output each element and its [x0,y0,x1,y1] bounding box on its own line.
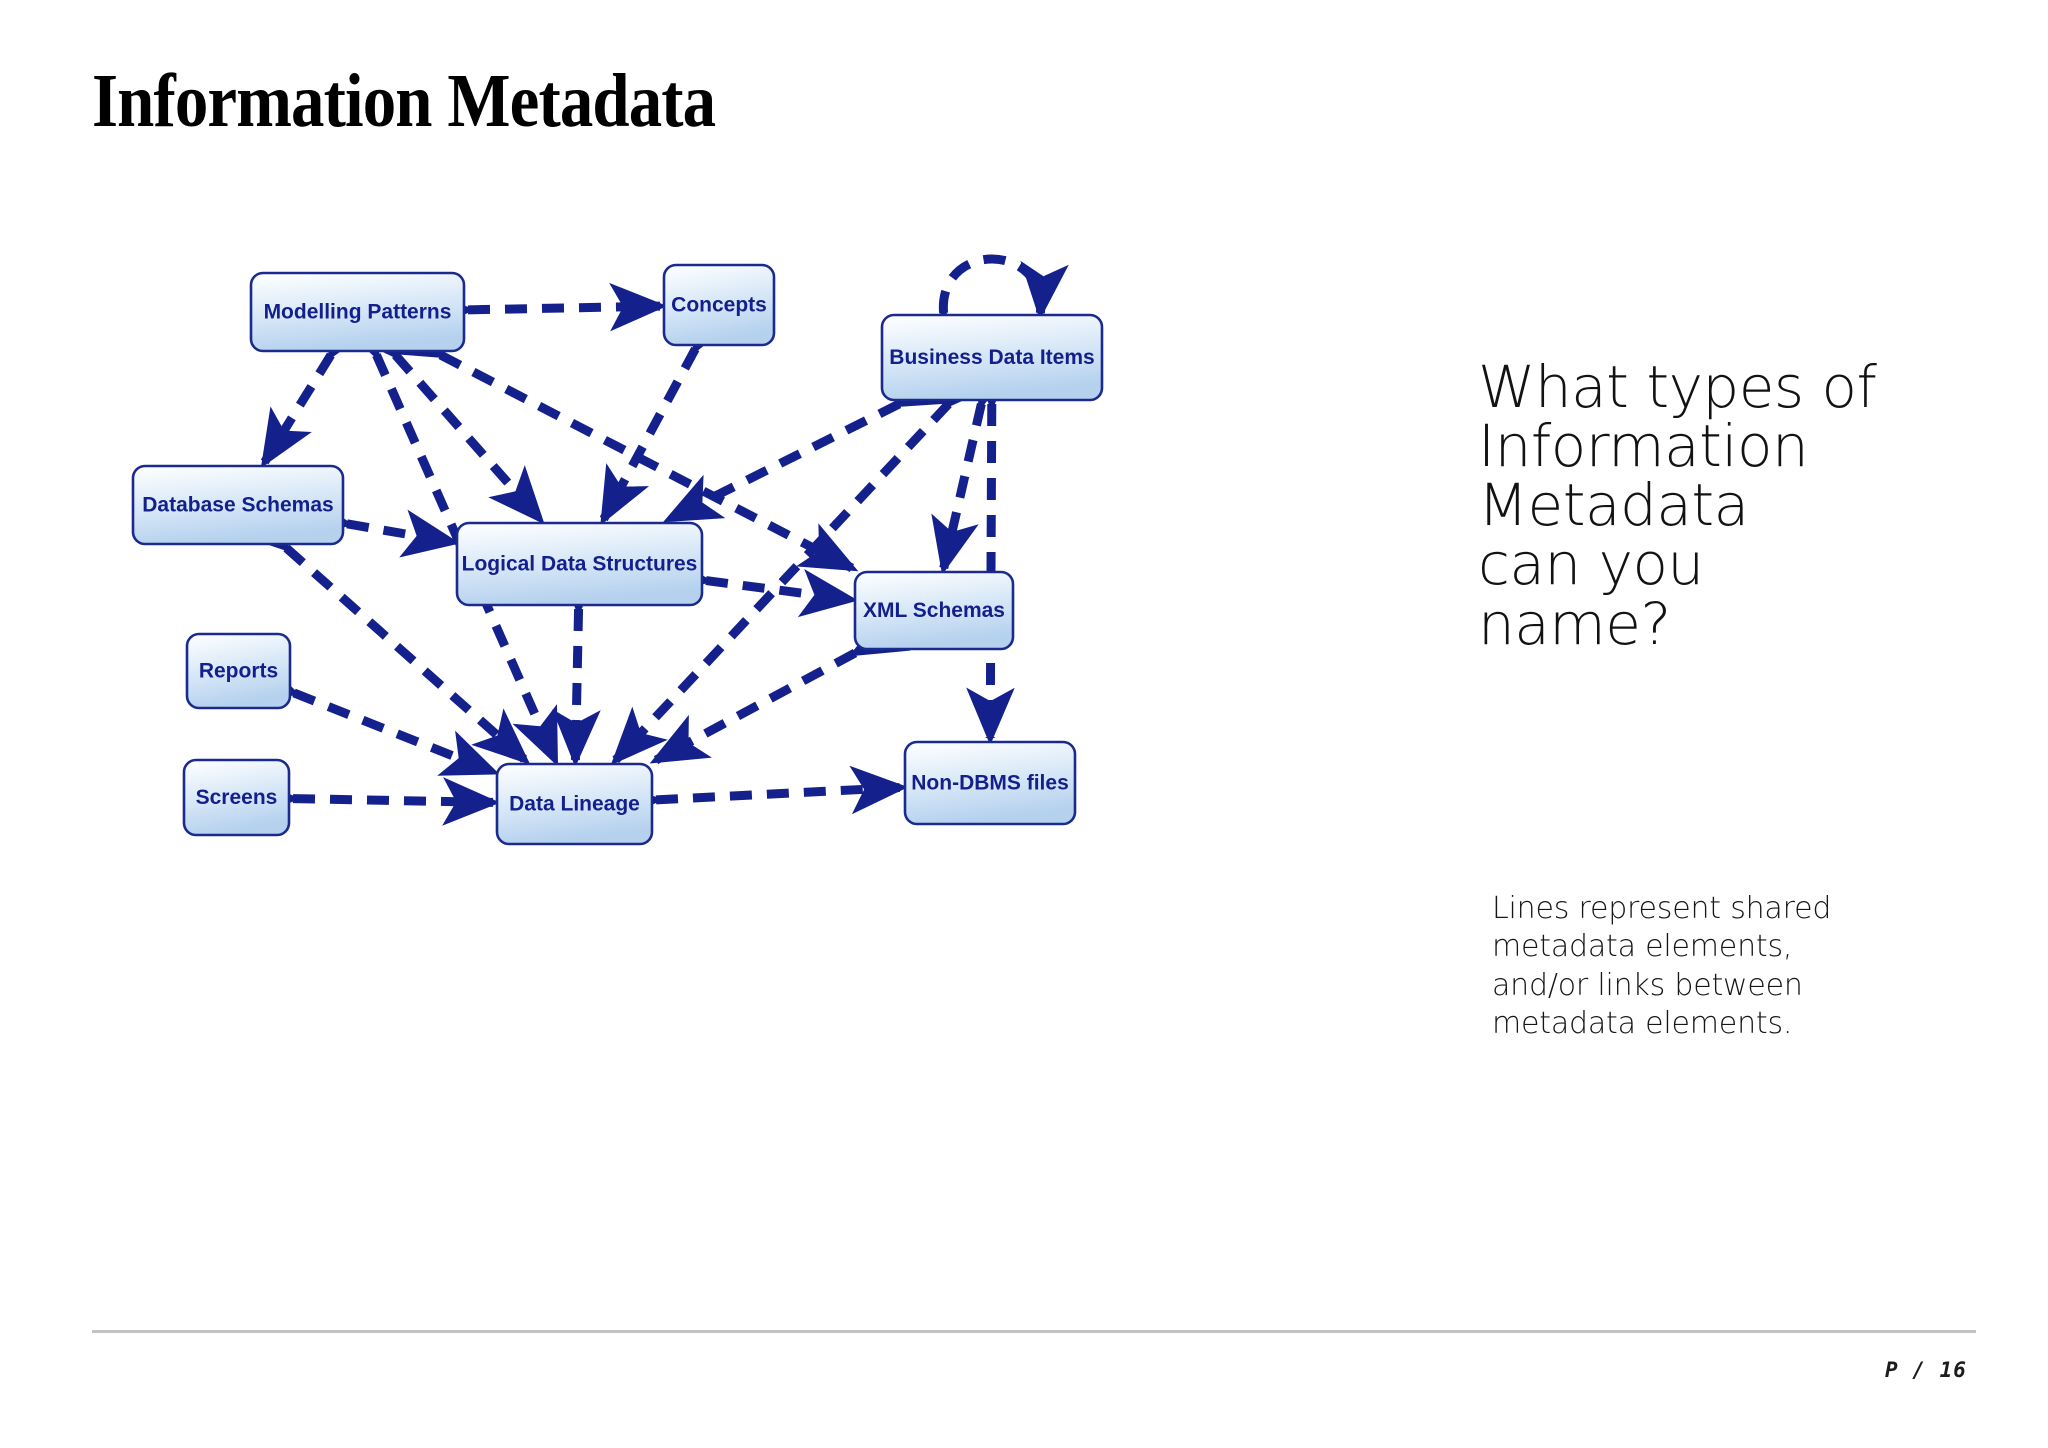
node-box-non-dbms-files[interactable] [903,740,1077,826]
node-box-modelling-patterns[interactable] [249,271,466,353]
legend-line-4: metadata elements. [1492,1006,1793,1042]
footer-divider [92,1330,1976,1333]
node-label-business-data-items: Business Data Items [889,346,1094,369]
node-database-schemas[interactable]: Database Schemas [131,464,345,546]
edge-business-data-items-self [923,254,1069,366]
legend-line-1: Lines represent shared [1492,891,1832,926]
question-line-5: name? [1478,589,1671,658]
node-box-data-lineage[interactable] [495,762,654,846]
question-line-4: can you [1478,530,1704,599]
node-box-database-schemas[interactable] [131,464,345,546]
edge-business-data-items-to-xml-schemas [931,349,1017,576]
edge-concepts-to-logical-data-structures [599,293,741,526]
node-reports[interactable]: Reports [185,632,292,710]
node-label-reports: Reports [199,660,278,683]
node-non-dbms-files[interactable]: Non-DBMS files [903,740,1077,826]
node-box-logical-data-structures[interactable] [455,521,704,607]
node-box-screens[interactable] [182,758,291,837]
node-label-screens: Screens [196,786,278,809]
node-xml-schemas[interactable]: XML Schemas [853,570,1015,651]
node-box-concepts[interactable] [662,263,776,347]
node-label-database-schemas: Database Schemas [142,494,333,517]
node-modelling-patterns[interactable]: Modelling Patterns [249,271,466,353]
node-label-non-dbms-files: Non-DBMS files [911,772,1069,795]
edge-logical-data-structures-to-data-lineage [552,558,604,768]
legend-line-3: and/or links between [1492,967,1803,1003]
edge-xml-schemas-to-data-lineage [649,607,911,765]
node-concepts[interactable]: Concepts [662,263,776,347]
node-box-reports[interactable] [185,632,292,710]
question-line-2: Information [1478,412,1809,481]
edge-logical-data-structures-to-xml-schemas [652,549,859,618]
edge-database-schemas-to-logical-data-structures [293,491,461,558]
edge-business-data-items-to-logical-data-structures [662,359,956,524]
question-line-3: Metadata [1478,471,1749,540]
node-business-data-items[interactable]: Business Data Items [880,313,1104,402]
edge-screens-to-data-lineage [242,773,501,826]
node-label-xml-schemas: XML Schemas [863,599,1005,622]
node-logical-data-structures[interactable]: Logical Data Structures [455,521,704,607]
edge-modelling-patterns-to-database-schemas [260,299,379,469]
node-box-business-data-items[interactable] [880,313,1104,402]
node-box-xml-schemas[interactable] [853,570,1015,651]
page-title: Information Metadata [92,59,716,143]
edge-layer [232,254,1069,827]
node-label-concepts: Concepts [671,294,767,317]
page-number: P / 16 [1885,1358,1967,1382]
node-label-modelling-patterns: Modelling Patterns [264,301,452,324]
node-label-data-lineage: Data Lineage [509,793,640,816]
edge-data-lineage-to-non-dbms-files [604,765,909,827]
node-label-logical-data-structures: Logical Data Structures [462,553,698,576]
edge-modelling-patterns-to-concepts [417,282,668,336]
node-screens[interactable]: Screens [182,758,291,837]
node-data-lineage[interactable]: Data Lineage [495,762,654,846]
question-line-1: What types of [1478,353,1877,421]
legend-line-2: metadata elements, [1492,929,1793,965]
